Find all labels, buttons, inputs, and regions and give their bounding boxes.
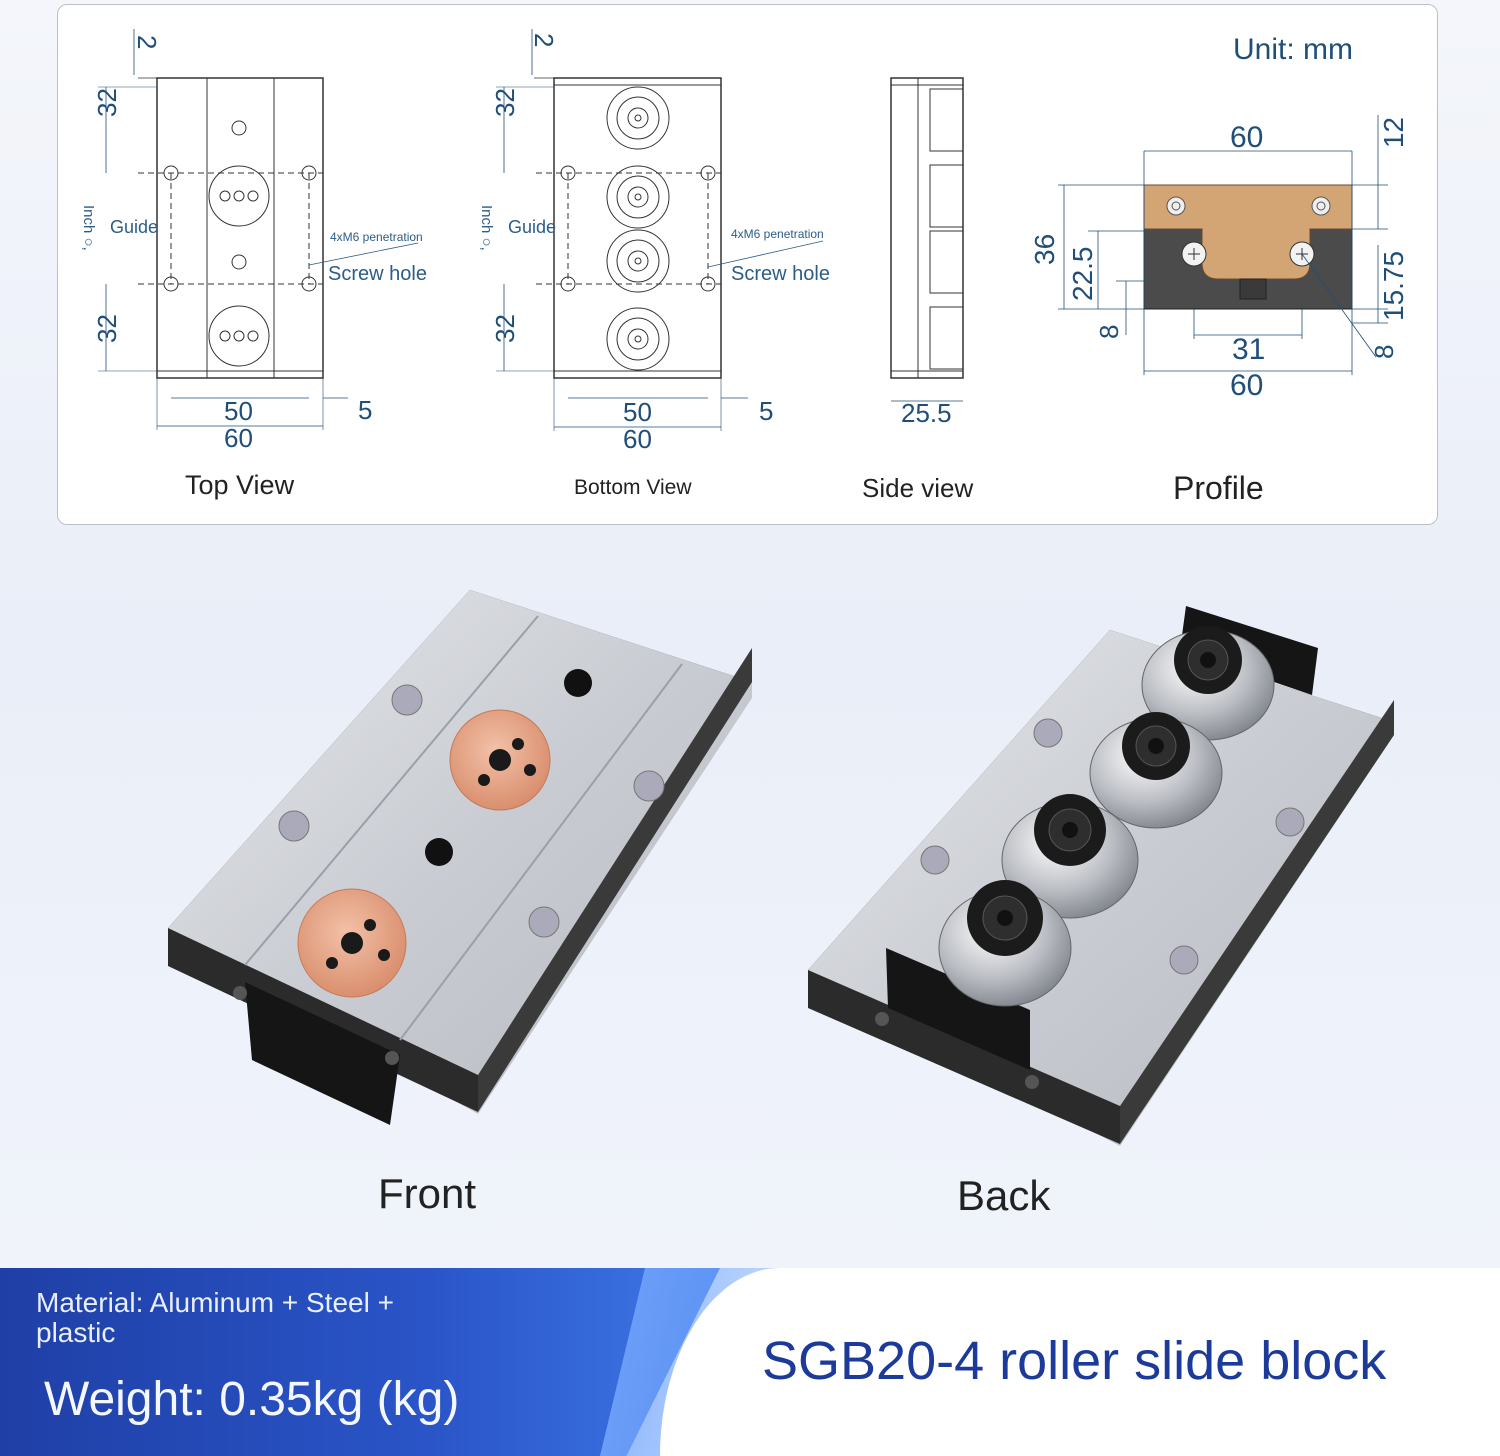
profile-dim-60-top: 60 xyxy=(1230,121,1263,154)
technical-drawing-panel: Unit: mm xyxy=(57,4,1438,525)
profile-dim-12: 12 xyxy=(1378,117,1409,148)
profile-dim-31: 31 xyxy=(1232,333,1265,366)
bottom-view-caption: Bottom View xyxy=(574,476,692,499)
profile-dim-8-left: 8 xyxy=(1094,325,1124,339)
roller-wheel-2 xyxy=(1089,712,1223,829)
top-dim-60: 60 xyxy=(224,423,253,453)
back-label: Back xyxy=(957,1172,1051,1219)
profile-dim-60-bottom: 60 xyxy=(1230,369,1263,402)
side-view xyxy=(890,77,964,402)
roller-wheel-1 xyxy=(1141,626,1275,741)
spec-footer: Material: Aluminum + Steel + plastic Wei… xyxy=(0,1268,1500,1456)
profile-dim-15-75: 15.75 xyxy=(1378,251,1409,321)
front-block-image xyxy=(168,590,752,1125)
bottom-dim-50: 50 xyxy=(623,397,652,427)
product-photos-svg xyxy=(168,590,1394,1146)
front-label: Front xyxy=(378,1170,477,1217)
top-screw-hole-note: Screw hole xyxy=(328,263,427,285)
roller-wheel-4 xyxy=(938,880,1072,1007)
bottom-dim-60: 60 xyxy=(623,424,652,454)
top-dim-2: 2 xyxy=(132,35,162,49)
bottom-screw-hole-note: Screw hole xyxy=(731,263,830,285)
top-dim-32-upper: 32 xyxy=(92,88,122,117)
top-view-caption: Top View xyxy=(185,470,295,500)
profile-dim-22-5: 22.5 xyxy=(1067,247,1098,302)
side-dim-25-5: 25.5 xyxy=(901,398,952,428)
bottom-inch-note: Inch ○, xyxy=(478,205,495,251)
unit-label: Unit: mm xyxy=(1233,33,1353,66)
profile-dim-36: 36 xyxy=(1029,234,1060,265)
profile-dim-8-right: 8 xyxy=(1369,345,1399,359)
bottom-penetration-note: 4xM6 penetration xyxy=(731,227,824,241)
back-block-image xyxy=(808,606,1394,1146)
top-dim-5: 5 xyxy=(358,395,372,425)
roller-wheel-3 xyxy=(1001,794,1139,919)
top-penetration-note: 4xM6 penetration xyxy=(330,230,423,244)
bottom-dim-2: 2 xyxy=(529,33,559,47)
side-view-caption: Side view xyxy=(862,473,973,503)
top-dim-50: 50 xyxy=(224,396,253,426)
footer-blue-banner xyxy=(0,1268,720,1456)
top-dim-32-lower: 32 xyxy=(92,314,122,343)
profile-caption: Profile xyxy=(1173,470,1264,506)
top-inch-note: Inch ○, xyxy=(80,205,97,251)
bottom-dim-5: 5 xyxy=(759,396,773,426)
material-text: Material: Aluminum + Steel + plastic xyxy=(36,1287,394,1348)
weight-text: Weight: 0.35kg (kg) xyxy=(44,1373,460,1426)
drawing-svg: Unit: mm xyxy=(80,29,1409,506)
top-view xyxy=(98,29,419,430)
bottom-dim-32-lower: 32 xyxy=(490,314,520,343)
product-title: SGB20-4 roller slide block xyxy=(762,1331,1387,1391)
product-photos: Front Back xyxy=(0,530,1500,1270)
bottom-view xyxy=(496,29,824,431)
footer-white-panel xyxy=(660,1268,1500,1456)
profile-view xyxy=(1058,115,1388,375)
top-guide-note: Guide xyxy=(110,217,158,237)
bottom-guide-note: Guide xyxy=(508,217,556,237)
bottom-dim-32-upper: 32 xyxy=(490,88,520,117)
